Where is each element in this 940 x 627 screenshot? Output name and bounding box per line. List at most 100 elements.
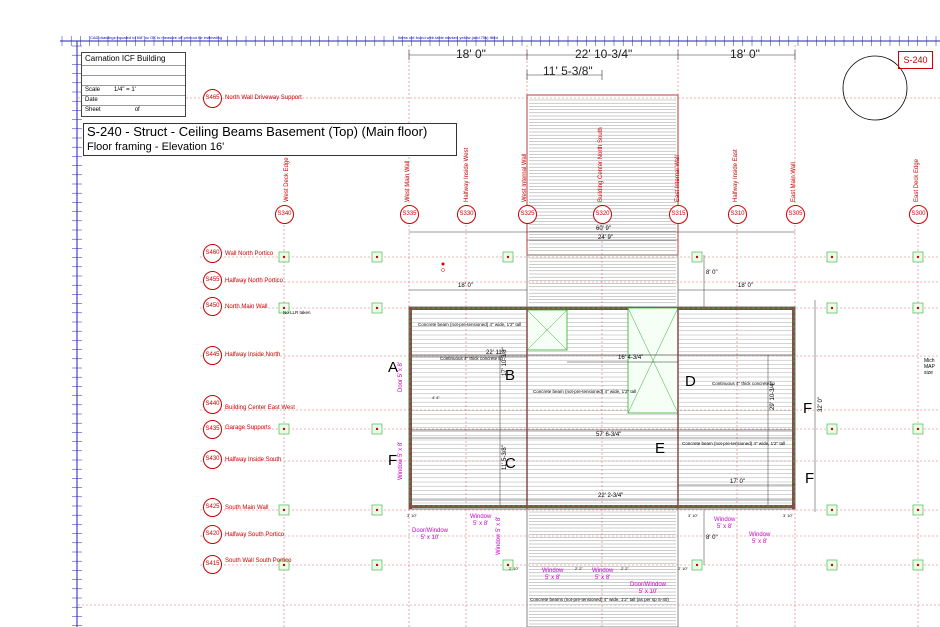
row-label: Wall North Portico [225,251,274,257]
pier-marker [278,559,290,571]
pier-marker [278,302,290,314]
section-letter: F [388,452,398,469]
row-label: Halfway Inside South [225,457,282,463]
row-bubble: S430 [203,450,222,469]
window-size: 5' x 8' [473,521,489,527]
window-type: Door/Window [412,528,449,534]
window-type: Window [470,514,492,520]
column-label: Building Center North South [598,127,604,202]
row-bubble: S450 [203,297,222,316]
dimension-label: 8' 0" [706,535,718,541]
pier-marker [912,504,924,516]
pier-marker [826,504,838,516]
drawing-title: S-240 - Struct - Ceiling Beams Basement … [87,124,428,139]
side-window-label: Window 5' x 8' [496,516,502,555]
column-bubble: S315 [669,205,688,224]
row-gridlines [78,97,940,606]
row-label: Garage Supports [225,425,271,431]
beam-note: Continuous 4" thick concrete lip [712,381,775,386]
pier-marker [826,302,838,314]
beam-note: No LLR taken [283,310,311,315]
section-letter: E [655,440,666,457]
section-letter: C [505,455,516,472]
window-size: 5' x 8' [752,539,768,545]
title-block: Carnation ICF Building Scale 1/4" = 1' Da… [81,52,186,117]
row-label: North Main Wall [225,304,268,310]
scale-label: Scale [85,87,101,93]
column-label: West Deck Edge [284,157,290,202]
row-label: North Wall Driveway Support [225,95,302,101]
row-bubble: S460 [203,244,222,263]
top-ruler [60,36,940,46]
dimension-label: 57' 6-3/4" [596,432,622,438]
column-label: East Main Wall [791,162,797,202]
small-dimension: 3' 10" [783,513,793,518]
window-size: 5' x 10' [420,535,440,541]
right-edge-line: MAP [924,364,935,370]
pier-marker [691,559,703,571]
section-letter: F [805,470,815,487]
row-label: South Wall South Portico [225,558,292,564]
dimension-label: 32' 0" [818,397,824,412]
small-dimension: 2' 10" [509,566,519,571]
top-dimension: 22' 10-3/4" [575,47,633,61]
date-row: Date [82,96,185,106]
window-size: 5' x 8' [545,575,561,581]
side-window-label: Door 5' x 8' [398,362,404,392]
scale-value: 1/4" = 1' [114,87,136,93]
pier-marker [912,302,924,314]
dimension-label: 18' 0" [458,283,473,289]
column-bubble: S305 [786,205,805,224]
pier-marker [371,423,383,435]
top-dimension: 18' 0" [456,47,486,61]
plan-dimension-lines [409,231,816,565]
side-window-label: Window 5' x 8' [398,441,404,480]
column-bubble: S335 [400,205,419,224]
column-label: West Main Wall [405,160,411,202]
section-letter: F [803,400,813,417]
small-dimension: 2' 2" [621,566,629,571]
location-pin-marker [441,262,445,272]
window-type: Window [749,532,771,538]
column-label: East Internal Wall [675,155,681,202]
row-bubble: S440 [203,395,222,414]
pier-marker [826,559,838,571]
pier-marker [912,251,924,263]
pier-marker [912,423,924,435]
south-portico-framing [526,508,679,627]
drawing-subtitle: Floor framing - Elevation 16' [87,141,225,153]
pier-markers [278,251,924,571]
window-type: Window [714,517,736,523]
sheet-label: Sheet [85,107,101,113]
column-label: West Internal Wall [522,153,528,202]
date-label: Date [85,97,98,103]
row-label: Halfway South Portico [225,532,285,538]
beam-note: Concrete beam (not-pre-tensioned) 4" wid… [418,322,522,327]
pier-marker [912,559,924,571]
small-dimension: 3' 10" [688,513,698,518]
central-framing [526,254,679,308]
small-dimension: 4' 4" [432,395,440,400]
section-letter: A [388,359,399,376]
top-note-left: CAD drawings equated to 5/8" oc OK to me… [90,35,223,40]
beam-note: Continuous 4" thick concrete lip [440,356,503,361]
row-bubble: S415 [203,555,222,574]
row-bubble: S455 [203,271,222,290]
row-label: South Main Wall [225,505,269,511]
small-dimension: 3' 10" [407,513,417,518]
section-letter: D [685,373,696,390]
dimension-label: 22' 2-3/4" [598,493,624,499]
sheet-number-badge: S-240 [898,51,933,69]
project-name: Carnation ICF Building [82,53,185,66]
column-bubble: S340 [275,205,294,224]
small-dimension: 2' 10" [678,566,688,571]
dimension-label: 24' 9" [598,235,613,241]
dimension-label: 11' 5-3/8" [502,445,508,470]
pier-marker [278,423,290,435]
top-dimension-lines [408,50,796,80]
